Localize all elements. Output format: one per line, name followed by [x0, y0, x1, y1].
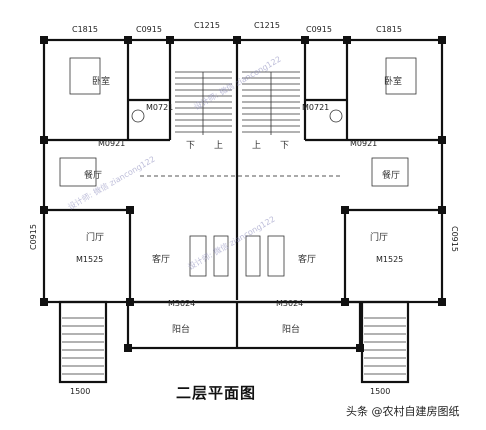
room-label: 餐厅: [84, 169, 102, 181]
door-label: M3024: [276, 299, 303, 308]
window-label: C0915: [136, 25, 162, 34]
stair-mark-up: 上: [252, 140, 261, 151]
toilet-left: [131, 109, 145, 123]
sofa-right-b: [267, 235, 285, 277]
watermark: 设计师: 微信 ziancong122: [186, 214, 277, 272]
door-label: M1525: [76, 255, 103, 264]
window-label: C0915: [306, 25, 332, 34]
door-label: M0921: [98, 139, 125, 148]
window-label: C1215: [194, 21, 220, 30]
toilet-right: [329, 109, 343, 123]
door-label: M0921: [350, 139, 377, 148]
room-label: 阳台: [282, 323, 300, 335]
stair-mark-down: 下: [186, 141, 195, 151]
plan-title: 二层平面图: [176, 384, 257, 402]
watermark: 设计师: 微信 ziancong122: [66, 154, 157, 212]
window-label: C1815: [376, 25, 402, 34]
stair-mark-down: 下: [280, 141, 289, 151]
sofa-left-a: [189, 235, 207, 277]
sofa-right-a: [245, 235, 261, 277]
window-label: C0915: [450, 226, 459, 252]
room-label: 阳台: [172, 323, 190, 335]
dimension-label: 1500: [370, 387, 390, 396]
sofa-left-b: [213, 235, 229, 277]
room-label: 门厅: [86, 231, 104, 243]
window-label: C1815: [72, 25, 98, 34]
exterior-stair-left: [62, 317, 104, 375]
exterior-stair-right: [364, 317, 406, 375]
dining-table-right: [371, 157, 409, 187]
room-label: 门厅: [370, 231, 388, 243]
stair-left: [175, 71, 232, 135]
dining-table-left: [59, 157, 97, 187]
door-label: M0721: [302, 103, 329, 112]
room-label: 卧室: [384, 75, 402, 87]
stair-right: [242, 71, 300, 135]
room-label: 客厅: [298, 253, 316, 265]
window-label: C0915: [29, 224, 38, 250]
room-label: 卧室: [92, 75, 110, 87]
window-label: C1215: [254, 21, 280, 30]
stair-mark-up: 上: [214, 140, 223, 151]
door-label: M1525: [376, 255, 403, 264]
door-label: M3024: [168, 299, 195, 308]
room-label: 客厅: [152, 253, 170, 265]
bed-right: [385, 57, 417, 95]
dimension-label: 1500: [70, 387, 90, 396]
room-label: 餐厅: [382, 169, 400, 181]
bed-left: [69, 57, 101, 95]
credit-label: 头条 @农村自建房图纸: [346, 405, 460, 418]
door-label: M0721: [146, 103, 173, 112]
